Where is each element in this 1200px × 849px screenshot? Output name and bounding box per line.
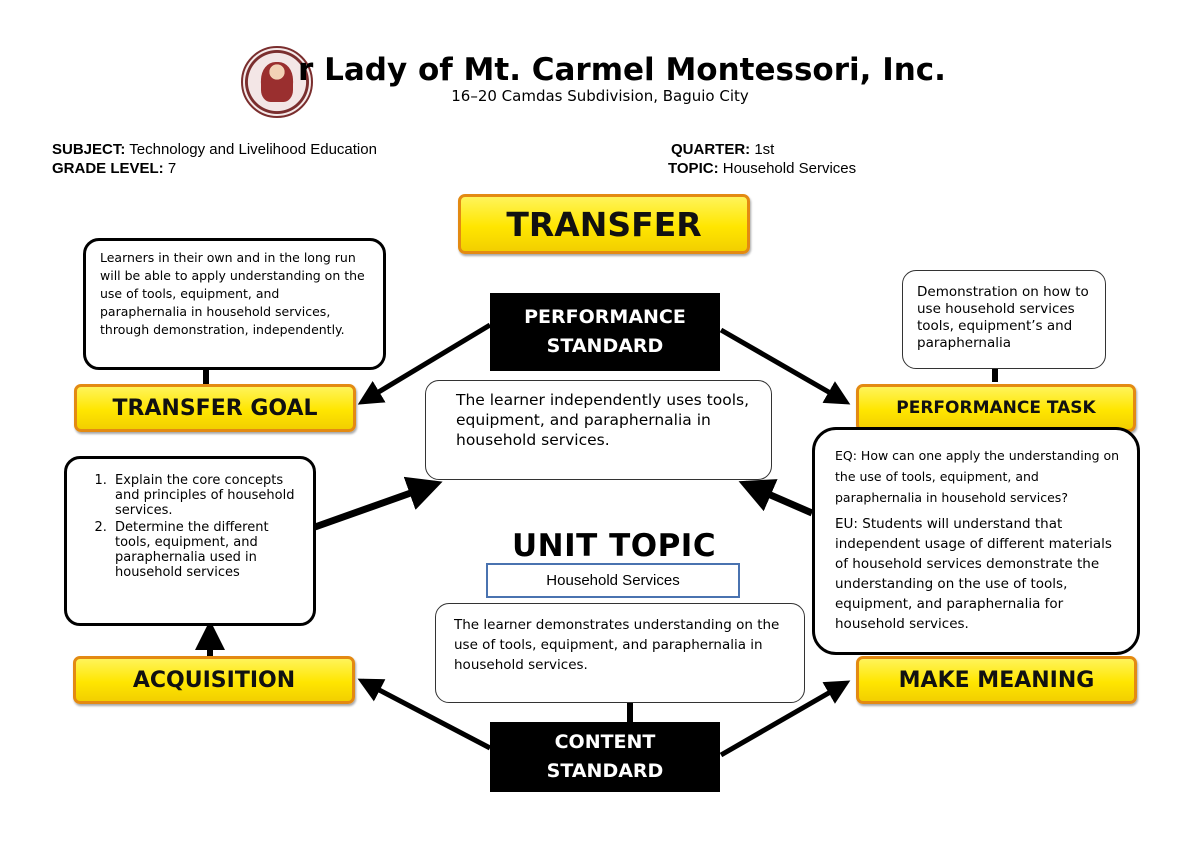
quarter-line: QUARTER: 1st (671, 141, 774, 158)
performance-standard-statement: The learner independently uses tools, eq… (456, 391, 750, 449)
school-address: 16–20 Camdas Subdivision, Baguio City (451, 87, 749, 105)
transfer-goal-label: TRANSFER GOAL (74, 384, 356, 432)
unit-topic-title: UNIT TOPIC (512, 528, 717, 564)
essential-question-text: EQ: How can one apply the understanding … (835, 448, 1120, 505)
subject-line: SUBJECT: Technology and Livelihood Educa… (52, 141, 377, 158)
performance-task-text: Demonstration on how to use household se… (917, 284, 1089, 351)
arrow-cs-to-make-meaning (719, 680, 851, 758)
acquisition-list: Explain the core concepts and principles… (67, 473, 305, 580)
make-meaning-bubble: EQ: How can one apply the understanding … (812, 427, 1140, 655)
arrow-meaning-to-center (738, 479, 814, 517)
topic-value: Household Services (718, 160, 857, 177)
content-standard-statement-box: The learner demonstrates understanding o… (435, 603, 805, 703)
transfer-label: TRANSFER (458, 194, 750, 254)
quarter-value: 1st (750, 141, 775, 158)
performance-standard-box: PERFORMANCE STANDARD (490, 293, 720, 371)
enduring-understanding-text: EU: Students will understand that indepe… (835, 516, 1112, 632)
grade-level-label: GRADE LEVEL: (52, 160, 164, 177)
transfer-goal-text: Learners in their own and in the long ru… (100, 250, 365, 337)
topic-label: TOPIC: (668, 160, 719, 177)
acquisition-label: ACQUISITION (73, 656, 355, 704)
performance-task-bubble: Demonstration on how to use household se… (902, 270, 1106, 369)
quarter-label: QUARTER: (671, 141, 751, 158)
make-meaning-label: MAKE MEANING (856, 656, 1137, 704)
arrow-ps-to-performance-task (719, 327, 851, 405)
unit-topic-value: Household Services (486, 563, 740, 598)
school-name: r Lady of Mt. Carmel Montessori, Inc. (298, 52, 946, 88)
acquisition-bubble: Explain the core concepts and principles… (64, 456, 316, 626)
content-standard-line2: STANDARD (546, 760, 664, 782)
transfer-goal-bubble: Learners in their own and in the long ru… (83, 238, 386, 370)
acquisition-item: Explain the core concepts and principles… (111, 473, 305, 518)
content-standard-line1: CONTENT (554, 731, 656, 753)
performance-standard-line2: STANDARD (546, 335, 664, 357)
grade-level-line: GRADE LEVEL: 7 (52, 160, 176, 177)
school-seal-logo (241, 46, 313, 118)
content-standard-statement: The learner demonstrates understanding o… (454, 617, 780, 673)
arrow-ps-to-transfer-goal (357, 322, 492, 405)
arrow-acquisition-to-center (313, 476, 443, 531)
performance-standard-statement-box: The learner independently uses tools, eq… (425, 380, 772, 480)
performance-standard-line1: PERFORMANCE (524, 306, 686, 328)
performance-task-label: PERFORMANCE TASK (856, 384, 1136, 432)
subject-label: SUBJECT: (52, 141, 126, 158)
acquisition-item: Determine the different tools, equipment… (111, 520, 305, 580)
subject-value: Technology and Livelihood Education (125, 141, 377, 158)
topic-line: TOPIC: Household Services (668, 160, 856, 177)
content-standard-box: CONTENT STANDARD (490, 722, 720, 792)
arrow-cs-to-acquisition (357, 678, 492, 751)
grade-level-value: 7 (163, 160, 177, 177)
